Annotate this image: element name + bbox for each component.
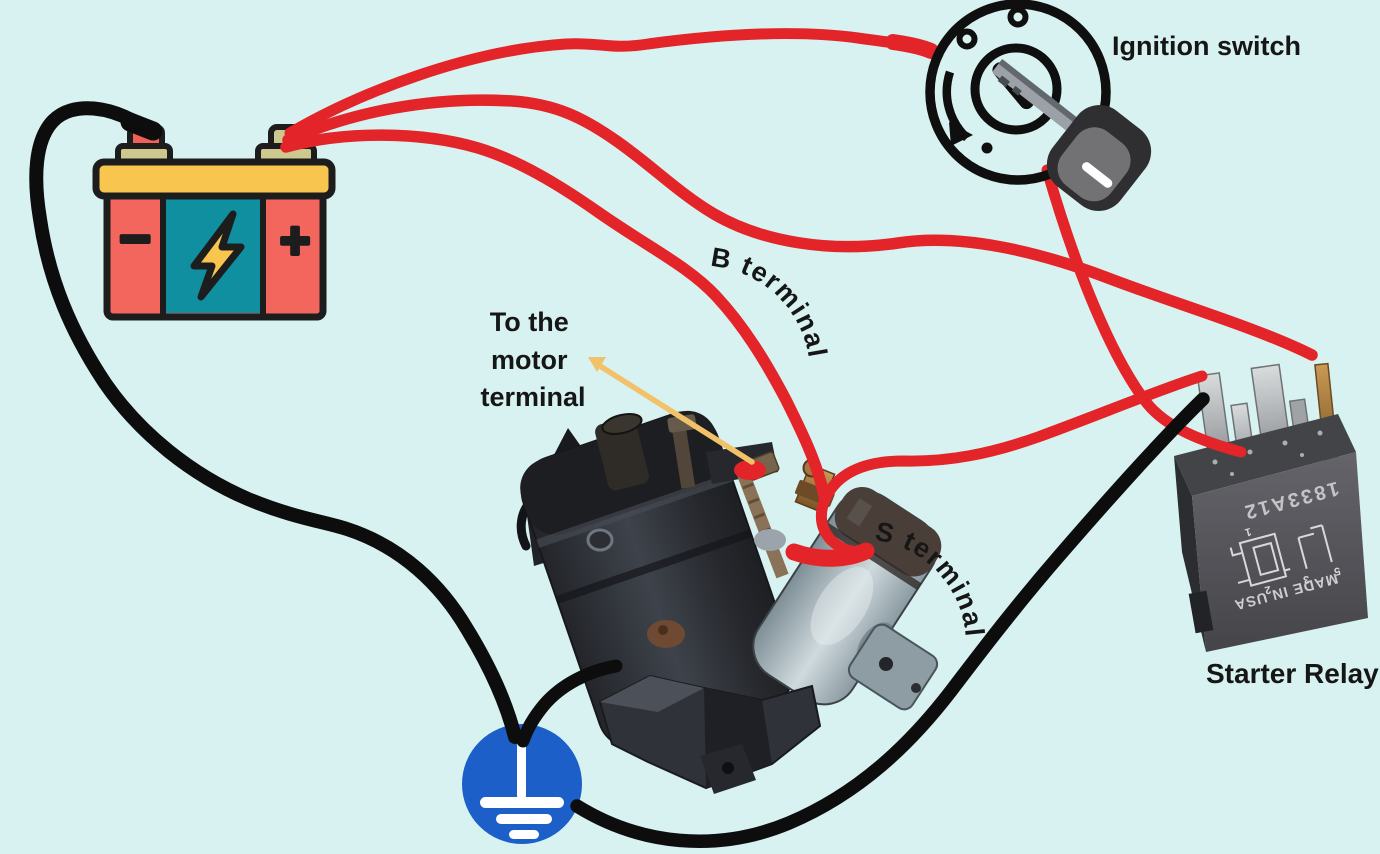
motor-terminal-marker — [734, 460, 766, 480]
lightning-bolt-icon — [190, 210, 245, 301]
wire-battery-clamp — [120, 112, 163, 141]
relay-pin-label: 1 — [1244, 525, 1253, 538]
ignition-small-dot — [981, 142, 993, 154]
motor-note-line3: terminal — [480, 382, 585, 412]
wire-battery-negative-to-ground — [29, 101, 522, 744]
wire-battery-to-relay — [282, 94, 1318, 361]
relay-pin-label: 5 — [1333, 564, 1342, 577]
motor-terminal-arrowhead — [588, 357, 606, 372]
solenoid-flange-hole — [911, 683, 921, 693]
battery-minus-symbol: − — [119, 209, 151, 269]
motor-note-line2: motor — [491, 345, 568, 375]
ignition-outer-ring — [925, 0, 1111, 185]
motor-mount-light-facet — [600, 676, 704, 712]
key-tooth — [1011, 85, 1022, 96]
motor-terminal-arrow — [588, 357, 755, 465]
wire-battery-to-ignition — [284, 27, 935, 139]
relay-schematic-print: 2 1 3 5 — [1229, 524, 1342, 596]
key-blade-edge — [998, 59, 1093, 135]
wire-battery-to-ignition-end — [885, 34, 939, 59]
starter-relay-label: Starter Relay — [1206, 658, 1379, 689]
motor-tie-rod — [736, 469, 789, 579]
ignition-switch-label: Ignition switch — [1112, 31, 1301, 61]
motor-mount-hole — [722, 762, 734, 774]
wire-s-terminal-connection — [785, 542, 875, 567]
relay-notch — [1188, 590, 1214, 634]
motor-stud-bolt-head — [667, 414, 697, 433]
starter-motor-photo — [516, 410, 942, 794]
solenoid-flange-hole — [879, 657, 893, 671]
motor-terminal-arrow-line — [597, 363, 755, 465]
key-tooth — [997, 75, 1010, 88]
ignition-dot — [956, 28, 978, 50]
motor-rust-dot — [658, 625, 668, 635]
key-head-inner — [1057, 127, 1131, 202]
key-head-slash — [1082, 162, 1113, 188]
motor-stud-bolt — [670, 419, 696, 489]
relay-pin-label: 2 — [1263, 583, 1272, 596]
relay-pin-label: 3 — [1302, 573, 1311, 586]
motor-chimney-top — [601, 413, 643, 435]
ground-icon — [462, 724, 582, 844]
wire-relay-to-s-terminal — [815, 370, 1208, 558]
motor-rod-boot — [754, 529, 786, 551]
solenoid-stain — [810, 566, 874, 646]
relay-top-flecks — [1212, 430, 1323, 476]
key-icon — [992, 59, 1152, 211]
motor-band-seam — [555, 529, 753, 604]
motor-cap-seam — [536, 472, 733, 548]
battery-icon: − + — [92, 124, 336, 321]
ignition-dot — [1007, 6, 1029, 28]
motor-note-label: To the motor terminal — [480, 307, 585, 412]
motor-chimney — [595, 417, 649, 491]
key-blade — [992, 60, 1092, 143]
wire-ignition-to-relay — [1041, 164, 1247, 458]
ignition-switch-icon — [925, 0, 1152, 211]
solenoid-small-stud — [846, 498, 873, 527]
rotation-arrowhead — [949, 122, 973, 146]
ground-symbol — [480, 740, 564, 839]
motor-boss — [586, 528, 614, 552]
battery-plus-symbol: + — [280, 212, 310, 270]
wire-motor-to-ground — [516, 659, 623, 748]
ignition-inner-ring — [970, 43, 1062, 135]
relay-top-face — [1174, 414, 1356, 496]
wire-battery-to-b-terminal — [280, 129, 830, 502]
battery-top-bar — [92, 158, 336, 200]
starter-relay-photo: 1833A12 2 1 3 5 MADE IN USA — [1174, 362, 1368, 652]
motor-note-line1: To the — [490, 307, 569, 337]
wire-ground-to-relay — [570, 392, 1210, 848]
